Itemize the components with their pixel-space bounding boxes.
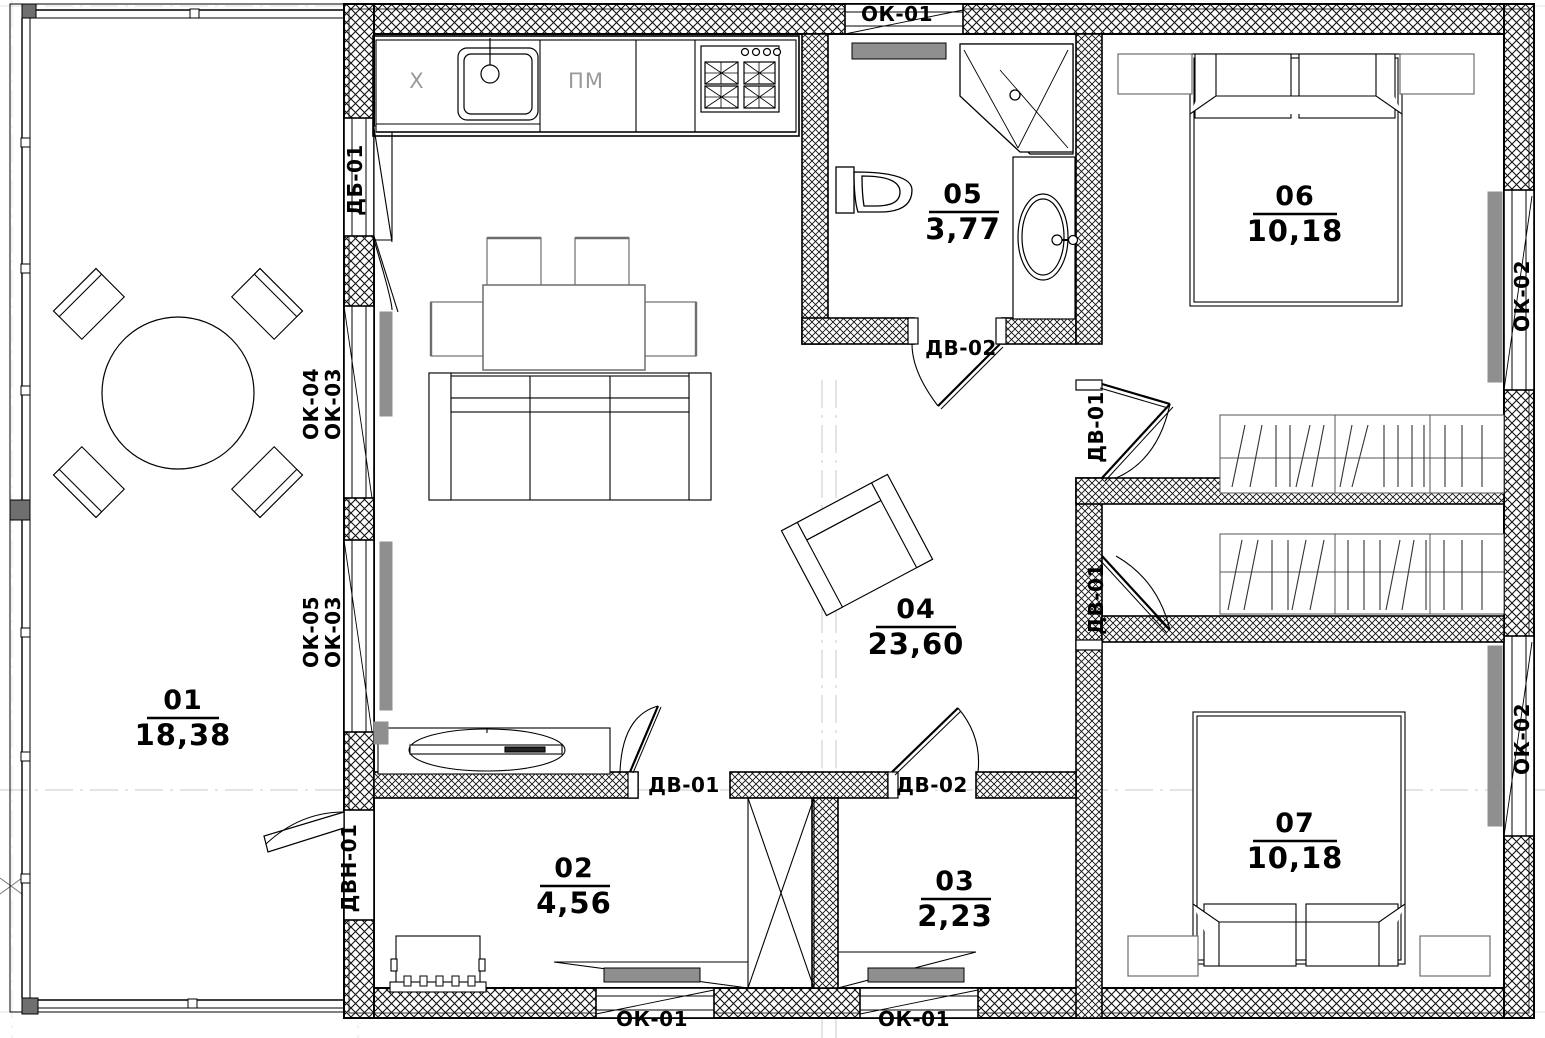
bed-07	[1192, 711, 1406, 967]
opening-tag-dvn-01: ДВН-01	[337, 824, 361, 913]
room-label-06: 06 10,18	[1247, 181, 1344, 248]
opening-tag-dv-01-bedroom-07: ДВ-01	[1084, 563, 1108, 635]
opening-tag-ok-01-top: ОК-01	[861, 2, 933, 26]
room-number-06: 06	[1275, 181, 1315, 212]
cooktop	[700, 45, 782, 113]
door-dv-01-bedroom-07	[1075, 555, 1171, 651]
dining-set	[429, 236, 698, 371]
room-labels: 01 18,38 02 4,56 03 2,23 04 23,60 05 3,7…	[135, 179, 1344, 933]
room-area-01: 18,38	[135, 718, 232, 752]
wardrobe-upper	[1219, 414, 1505, 494]
terrace-structure	[9, 3, 351, 1015]
room-number-02: 02	[554, 853, 594, 884]
room-label-02: 02 4,56	[536, 853, 612, 920]
bed-06	[1189, 53, 1403, 307]
room-area-04: 23,60	[868, 627, 965, 661]
room-label-04: 04 23,60	[868, 594, 965, 661]
opening-tag-ok-02-lower: ОК-02	[1510, 703, 1534, 775]
room-label-03: 03 2,23	[917, 866, 993, 933]
shower-corner	[959, 43, 1074, 155]
appliance-label-refrigerator: Х	[409, 69, 424, 93]
radiator-bars	[373, 191, 1503, 827]
axis-cross-marker	[0, 877, 23, 895]
room-number-07: 07	[1275, 808, 1315, 839]
room-area-07: 10,18	[1247, 841, 1344, 875]
nightstand-07	[1127, 935, 1491, 977]
opening-tags: ОК-01 ОК-01 ОК-01 ОК-02 ОК-02 ОК-04 ОК-0…	[299, 2, 1534, 1031]
room-label-05: 05 3,77	[925, 179, 1001, 246]
tv-console	[377, 727, 611, 775]
room-area-02: 4,56	[536, 886, 612, 920]
toilet	[835, 166, 913, 214]
opening-tag-ok-01-bottom-left: ОК-01	[616, 1007, 688, 1031]
room-number-04: 04	[896, 594, 936, 625]
kitchen-sink	[457, 38, 539, 121]
mirror-shelf	[851, 42, 947, 60]
door-dv-02-wc	[887, 707, 980, 799]
nightstand-06	[1117, 53, 1475, 95]
terrace-chair-group	[52, 267, 304, 519]
opening-tag-dv-01-bedroom-06: ДВ-01	[1084, 391, 1108, 463]
door-dv-01-bedroom-06	[1075, 379, 1174, 482]
room-number-01: 01	[163, 685, 203, 716]
opening-tag-ok-03-upper: ОК-03	[321, 368, 345, 440]
opening-tag-ok-04: ОК-04	[299, 368, 323, 440]
shaft-marker	[553, 797, 977, 989]
round-table	[101, 316, 255, 470]
sofa-3seat	[428, 372, 712, 501]
opening-tag-ok-05: ОК-05	[299, 596, 323, 668]
bathroom-fixtures	[835, 42, 1079, 320]
opening-tag-ok-02-upper: ОК-02	[1510, 260, 1534, 332]
opening-tag-dv-01-utility: ДВ-01	[648, 773, 720, 797]
room-label-01: 01 18,38	[135, 685, 232, 752]
door-dv-01-utility	[619, 705, 662, 799]
room-label-07: 07 10,18	[1247, 808, 1344, 875]
appliance-label-dishwasher: ПМ	[568, 69, 604, 93]
opening-tag-dv-02-wc: ДВ-02	[896, 773, 968, 797]
washbasin	[1012, 156, 1079, 320]
opening-tag-ok-03-lower: ОК-03	[321, 596, 345, 668]
opening-tag-db-01: ДБ-01	[343, 144, 367, 216]
sill-blocks	[603, 967, 965, 983]
room-area-06: 10,18	[1247, 214, 1344, 248]
interior-doors	[619, 317, 1174, 799]
room-number-05: 05	[943, 179, 983, 210]
opening-tag-ok-01-bottom-right: ОК-01	[878, 1007, 950, 1031]
room-area-03: 2,23	[917, 899, 993, 933]
armchair	[780, 473, 934, 617]
opening-tag-dv-02-bathroom: ДВ-02	[925, 336, 997, 360]
exterior-openings	[263, 3, 1535, 1019]
door-dv-02-bathroom	[907, 317, 1007, 410]
room-area-05: 3,77	[925, 212, 1001, 246]
washing-machine	[389, 935, 487, 993]
room-number-03: 03	[935, 866, 975, 897]
wardrobe-lower	[1219, 533, 1505, 615]
